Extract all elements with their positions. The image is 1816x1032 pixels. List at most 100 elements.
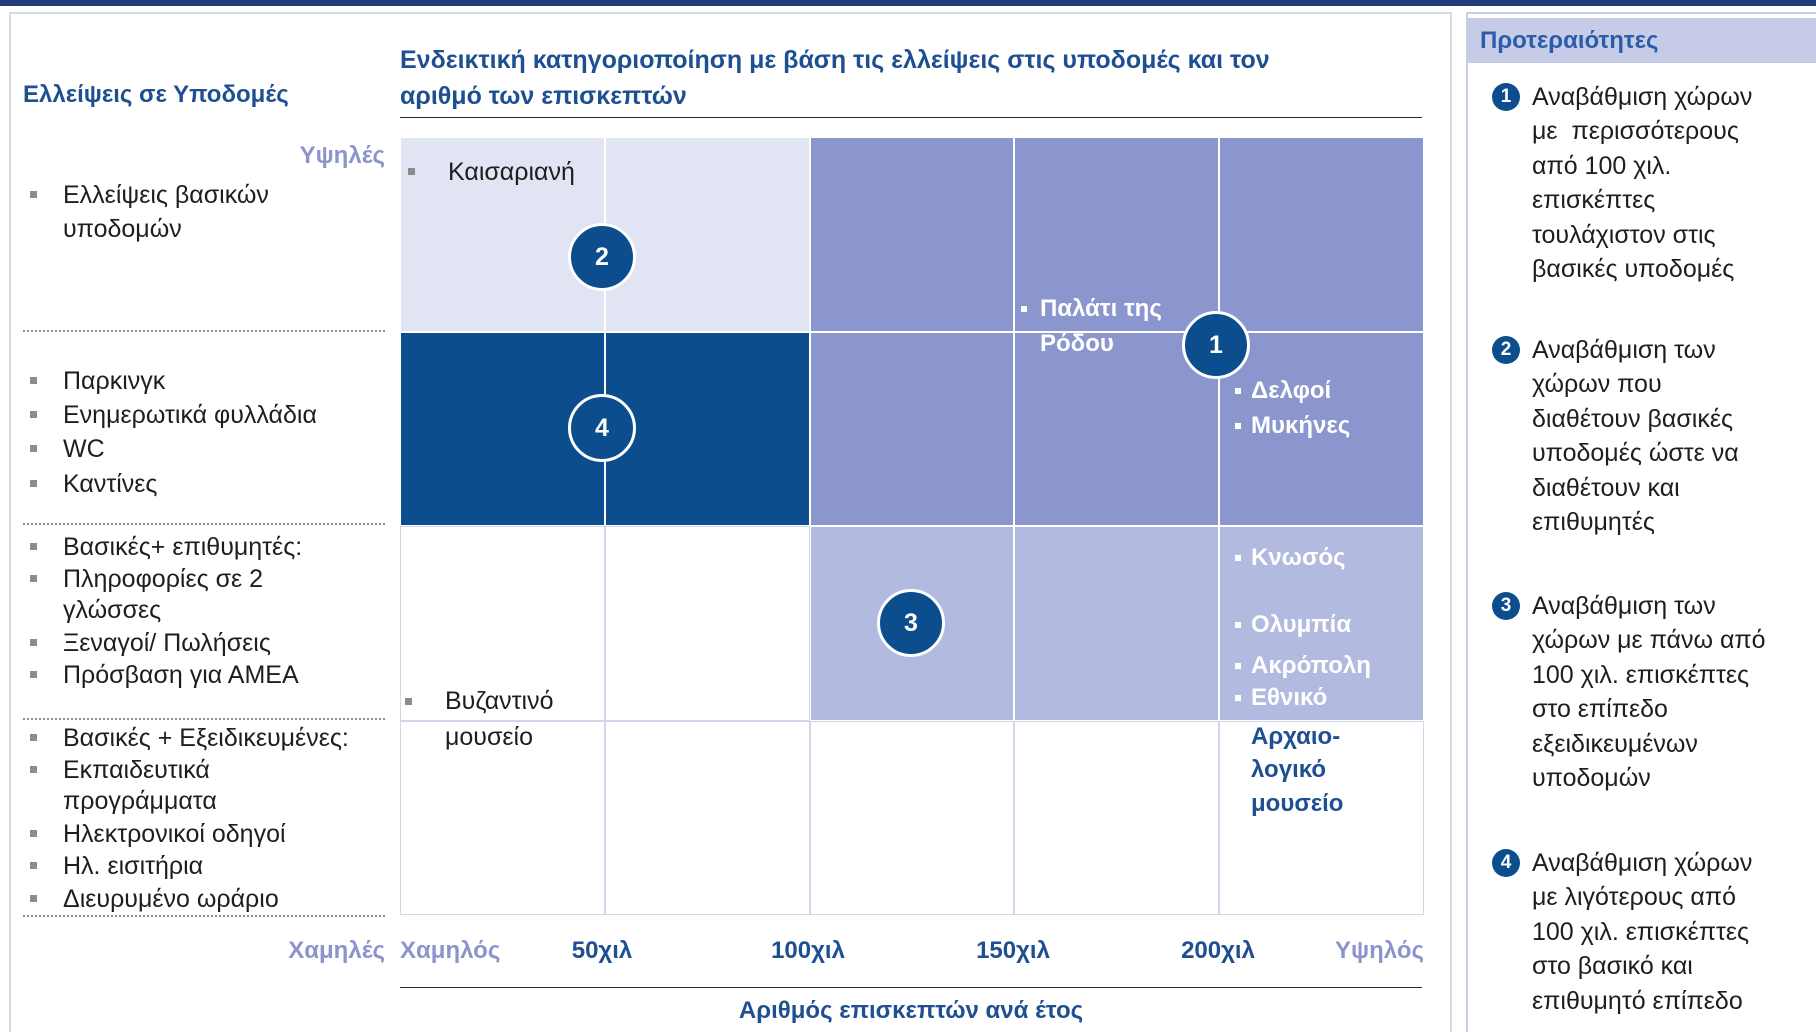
bullet-icon bbox=[1235, 388, 1241, 394]
bullet-icon bbox=[30, 639, 37, 646]
site-label-national-museum-continued: μουσείο bbox=[1251, 790, 1344, 817]
bullet-icon bbox=[405, 698, 412, 705]
zone-2-marker: 2 bbox=[568, 223, 636, 291]
infrastructure-item-continued: υποδομών bbox=[63, 215, 182, 243]
matrix-cell bbox=[1014, 526, 1220, 721]
matrix-title-line: αριθμό των επισκεπτών bbox=[400, 82, 687, 110]
priority-text-line: επισκέπτες bbox=[1532, 186, 1656, 215]
priority-item: Αναβάθμιση των χώρων που διαθέτουν βασικ… bbox=[1532, 333, 1739, 539]
bullet-icon bbox=[30, 191, 37, 198]
infrastructure-item: Καντίνες bbox=[63, 470, 158, 498]
matrix-cell bbox=[1014, 137, 1220, 332]
bullet-icon bbox=[1235, 663, 1241, 669]
priority-text-line: με λιγότερους από bbox=[1532, 883, 1737, 912]
matrix-cell bbox=[604, 526, 810, 721]
bullet-icon bbox=[30, 895, 37, 902]
priority-number-badge: 2 bbox=[1492, 336, 1520, 364]
zone-4-marker: 4 bbox=[568, 394, 636, 462]
matrix-cell bbox=[604, 137, 810, 332]
priority-text-line: στο βασικό και bbox=[1532, 952, 1693, 981]
infrastructure-item: Ξεναγοί/ Πωλήσεις bbox=[63, 629, 271, 657]
x-tick-label: 100χιλ bbox=[771, 937, 845, 964]
bullet-icon bbox=[1235, 555, 1241, 561]
priority-text-line: χώρων που bbox=[1532, 370, 1662, 399]
priority-text-line: Αναβάθμιση χώρων bbox=[1532, 83, 1753, 111]
priority-text-line: 100 χιλ. επισκέπτες bbox=[1532, 660, 1750, 689]
zone-number: 2 bbox=[595, 242, 609, 271]
priority-text-line: με περισσότερους bbox=[1532, 117, 1739, 146]
bullet-icon bbox=[30, 575, 37, 582]
priority-text-line: Αναβάθμιση των bbox=[1532, 592, 1716, 620]
bullet-icon bbox=[30, 862, 37, 869]
site-label-national-museum-continued: λογικό bbox=[1251, 756, 1326, 783]
priorities-title: Προτεραιότητες bbox=[1480, 27, 1659, 54]
bullet-icon bbox=[30, 543, 37, 550]
infrastructure-high-label: Υψηλές bbox=[299, 142, 385, 169]
x-tick-label: 50χιλ bbox=[571, 937, 633, 964]
top-bar bbox=[0, 0, 1816, 6]
priority-text-line: Αναβάθμιση χώρων bbox=[1532, 849, 1753, 877]
priority-number-badge: 1 bbox=[1492, 83, 1520, 111]
priority-text-line: διαθέτουν και bbox=[1532, 473, 1680, 502]
priority-text-line: εξειδικευμένων bbox=[1532, 729, 1698, 758]
priority-text-line: από 100 χιλ. bbox=[1532, 151, 1672, 180]
level-divider bbox=[23, 915, 385, 917]
matrix-title-line: Ενδεικτική κατηγοριοποίηση με βάση τις ε… bbox=[400, 46, 1270, 74]
priority-item: Αναβάθμιση χώρων με περισσότερους από 10… bbox=[1532, 80, 1752, 286]
priority-text-line: χώρων με πάνω από bbox=[1532, 626, 1766, 655]
zone-1-marker: 1 bbox=[1182, 311, 1250, 379]
infrastructure-axis-title: Ελλείψεις σε Υποδομές bbox=[23, 81, 289, 108]
infrastructure-item: WC bbox=[63, 435, 105, 463]
site-label-rhodes-palace: Παλάτι της bbox=[1040, 295, 1162, 322]
site-label-rhodes-palace-continued: Ρόδου bbox=[1040, 330, 1114, 357]
x-axis-line bbox=[400, 987, 1422, 988]
matrix-cell bbox=[1219, 331, 1424, 526]
priorities-header bbox=[1468, 18, 1816, 63]
priority-number-badge: 3 bbox=[1492, 592, 1520, 620]
matrix-cell bbox=[1219, 526, 1424, 721]
infrastructure-item: Ελλείψεις βασικών bbox=[63, 181, 269, 209]
matrix-cell bbox=[1219, 137, 1424, 332]
infrastructure-low-label: Χαμηλές bbox=[288, 937, 385, 964]
bullet-icon bbox=[30, 734, 37, 741]
priority-number: 2 bbox=[1500, 339, 1512, 360]
priority-number: 4 bbox=[1500, 852, 1512, 873]
priority-item: Αναβάθμιση των χώρων με πάνω από 100 χιλ… bbox=[1532, 589, 1766, 795]
infrastructure-item-continued: προγράμματα bbox=[63, 787, 217, 815]
infrastructure-item: Ενημερωτικά φυλλάδια bbox=[63, 401, 317, 429]
bullet-icon bbox=[1021, 306, 1027, 312]
matrix-cell bbox=[400, 720, 605, 915]
x-axis-title: Αριθμός επισκεπτών ανά έτος bbox=[738, 997, 1084, 1024]
matrix-cell bbox=[1219, 720, 1424, 915]
priority-number: 3 bbox=[1500, 595, 1512, 616]
infrastructure-item: Παρκινγκ bbox=[63, 367, 166, 395]
priority-item: Αναβάθμιση χώρων με λιγότερους από 100 χ… bbox=[1532, 846, 1752, 1018]
infrastructure-item-continued: γλώσσες bbox=[63, 596, 162, 624]
site-label-national-museum: Εθνικό bbox=[1251, 684, 1328, 711]
priority-text-line: διαθέτουν βασικές bbox=[1532, 404, 1734, 433]
visitors-low-label: Χαμηλός bbox=[400, 937, 501, 964]
bullet-icon bbox=[30, 830, 37, 837]
site-label-byzantine-museum: Βυζαντινό bbox=[445, 687, 554, 715]
priority-text-line: Αναβάθμιση των bbox=[1532, 336, 1716, 364]
priority-text-line: υποδομές ώστε να bbox=[1532, 439, 1739, 468]
infrastructure-item: Πρόσβαση για ΑΜΕΑ bbox=[63, 661, 299, 689]
level-divider bbox=[23, 330, 385, 332]
bullet-icon bbox=[30, 480, 37, 487]
zone-number: 3 bbox=[904, 608, 918, 637]
level-divider bbox=[23, 523, 385, 525]
infrastructure-item: Ηλ. εισιτήρια bbox=[63, 852, 204, 880]
visitors-high-label: Υψηλός bbox=[1335, 937, 1424, 964]
infrastructure-item: Βασικές + Εξειδικευμένες: bbox=[63, 724, 349, 752]
site-label-national-museum-continued: Αρχαιο- bbox=[1251, 723, 1341, 750]
zone-number: 1 bbox=[1209, 330, 1223, 359]
matrix-cell bbox=[1014, 720, 1220, 915]
priority-text-line: τουλάχιστον στις bbox=[1532, 220, 1716, 249]
priority-text-line: επιθυμητές bbox=[1532, 507, 1655, 536]
title-underline bbox=[400, 117, 1422, 118]
x-tick-label: 200χιλ bbox=[1181, 937, 1255, 964]
infrastructure-item: Πληροφορίες σε 2 bbox=[63, 565, 264, 593]
level-divider bbox=[23, 718, 385, 720]
x-tick-label: 150χιλ bbox=[976, 937, 1050, 964]
matrix-cell bbox=[400, 526, 605, 721]
